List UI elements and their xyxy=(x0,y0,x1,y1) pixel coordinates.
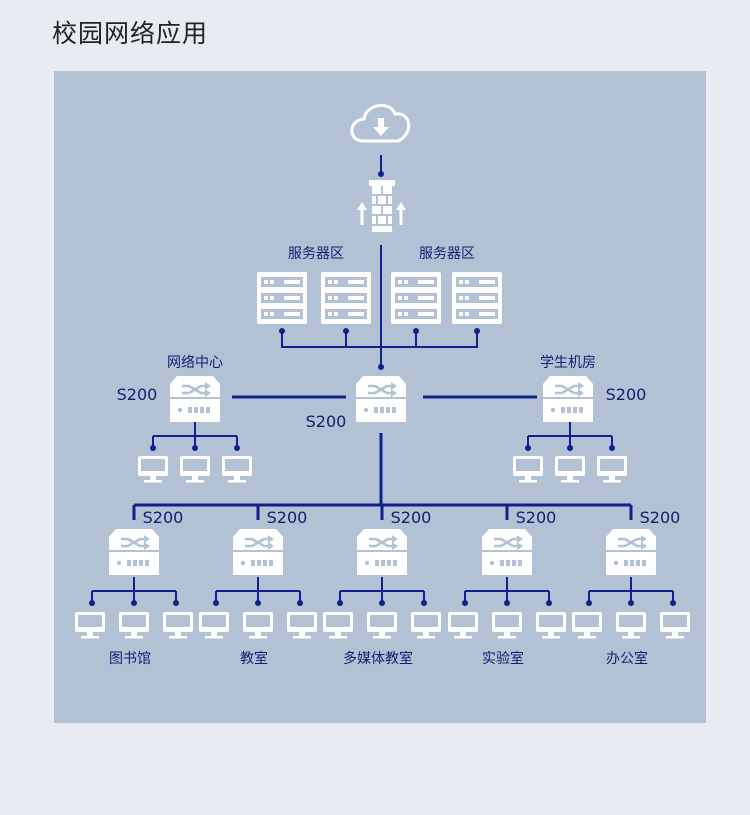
link-dot xyxy=(421,600,427,606)
access-location-label: 实验室 xyxy=(482,650,524,667)
link-dot xyxy=(131,600,137,606)
link-dot xyxy=(234,445,240,451)
pc-icon xyxy=(119,612,149,639)
cloud-icon xyxy=(350,103,410,143)
link-dot xyxy=(586,600,592,606)
access-switch-model: S200 xyxy=(267,508,308,527)
access-location-label: 办公室 xyxy=(606,650,648,667)
access-switch-model: S200 xyxy=(391,508,432,527)
pc-icon xyxy=(222,456,252,483)
pc-icon xyxy=(492,612,522,639)
link-dot xyxy=(378,171,384,177)
link-dot xyxy=(297,600,303,606)
link-dot xyxy=(525,445,531,451)
pc-icon xyxy=(616,612,646,639)
server-zone-right-label: 服务器区 xyxy=(419,246,475,262)
link-dot xyxy=(173,600,179,606)
pc-icon xyxy=(536,612,566,639)
pc-icon xyxy=(323,612,353,639)
pc-icon xyxy=(555,456,585,483)
pc-icon xyxy=(180,456,210,483)
link-dot xyxy=(462,600,468,606)
firewall-icon xyxy=(357,180,406,232)
pc-icon xyxy=(199,612,229,639)
pc-icon xyxy=(513,456,543,483)
pc-icon xyxy=(448,612,478,639)
access-switch-icon xyxy=(107,527,161,577)
right-switch-model: S200 xyxy=(606,385,647,404)
left-switch-icon xyxy=(168,374,222,424)
access-location-label: 多媒体教室 xyxy=(343,650,413,667)
link-dot xyxy=(609,445,615,451)
student-lab-label: 学生机房 xyxy=(540,355,596,371)
net-center-label: 网络中心 xyxy=(167,355,223,371)
pc-icon xyxy=(287,612,317,639)
link-dot xyxy=(89,600,95,606)
access-switch-model: S200 xyxy=(640,508,681,527)
access-switch-model: S200 xyxy=(143,508,184,527)
pc-icon xyxy=(138,456,168,483)
core-switch-icon xyxy=(354,374,408,424)
link-dot xyxy=(150,445,156,451)
link-dot xyxy=(628,600,634,606)
link-dot xyxy=(567,445,573,451)
pc-icon xyxy=(597,456,627,483)
access-switch-icon xyxy=(480,527,534,577)
link-dot xyxy=(337,600,343,606)
link-dot xyxy=(192,445,198,451)
server-icon xyxy=(452,304,502,324)
right-switch-icon xyxy=(541,374,595,424)
pc-icon xyxy=(163,612,193,639)
page-title: 校园网络应用 xyxy=(52,19,209,48)
access-switch-icon xyxy=(604,527,658,577)
link-dot xyxy=(379,600,385,606)
access-location-label: 图书馆 xyxy=(109,651,151,667)
pc-icon xyxy=(572,612,602,639)
access-switch-model: S200 xyxy=(516,508,557,527)
link-dots xyxy=(279,328,480,370)
link-dot xyxy=(213,600,219,606)
server-zone-left-label: 服务器区 xyxy=(288,246,344,262)
pc-icon xyxy=(75,612,105,639)
core-switch-model: S200 xyxy=(306,412,347,431)
access-location-label: 教室 xyxy=(240,650,268,667)
access-switch-icon xyxy=(231,527,285,577)
link-dot xyxy=(504,600,510,606)
server-icon xyxy=(321,304,371,324)
link-dot xyxy=(255,600,261,606)
link-dot xyxy=(670,600,676,606)
server-icon xyxy=(391,304,441,324)
pc-icon xyxy=(660,612,690,639)
left-switch-model: S200 xyxy=(117,385,158,404)
link-dot xyxy=(546,600,552,606)
server-icon xyxy=(257,304,307,324)
access-switch-icon xyxy=(355,527,409,577)
pc-icon xyxy=(411,612,441,639)
pc-icon xyxy=(367,612,397,639)
pc-icon xyxy=(243,612,273,639)
